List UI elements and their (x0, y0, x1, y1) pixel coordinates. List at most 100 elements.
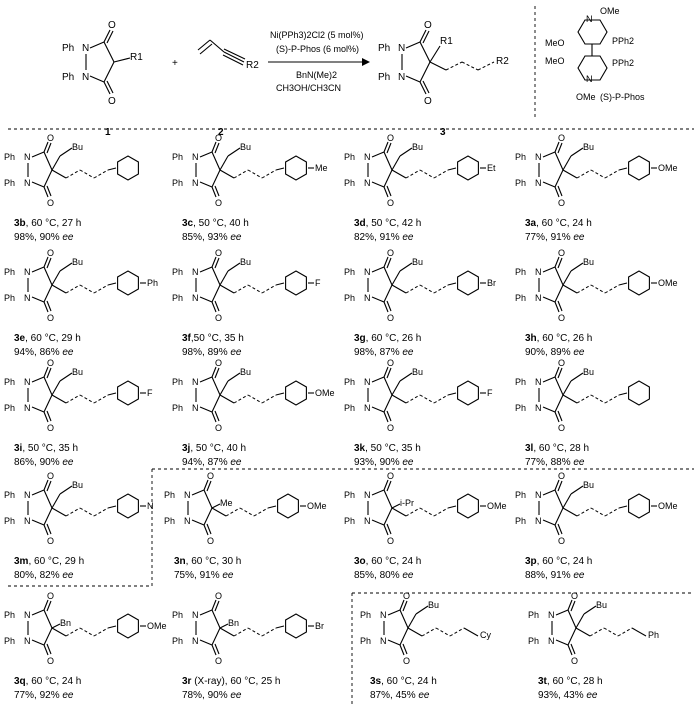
aryl-ring (285, 270, 307, 296)
ph-label: Ph (515, 516, 526, 526)
r1-label: Bn (60, 618, 71, 628)
aryl-substituent: OMe (487, 501, 507, 511)
n-atom: N (24, 152, 31, 162)
n-atom: N (184, 490, 191, 500)
n-atom: N (192, 377, 199, 387)
ph-label: Ph (62, 43, 74, 54)
ph-label: Ph (515, 293, 526, 303)
n-atom: N (24, 403, 31, 413)
o-atom: O (571, 591, 578, 601)
o-atom: O (387, 313, 394, 323)
aryl-ring (285, 613, 307, 639)
ph-label: Ph (172, 610, 183, 620)
o-atom: O (558, 471, 565, 481)
aryl-substituent: OMe (658, 501, 678, 511)
o-atom: O (47, 471, 54, 481)
butyl-label: Bu (583, 480, 594, 490)
o-atom: O (558, 133, 565, 143)
entry-result: 82%, 91% ee (354, 232, 414, 243)
entry-label: 3a, 60 °C, 24 h (525, 218, 592, 229)
ligand-loading-text: (S)-P-Phos (6 mol%) (276, 44, 359, 54)
entry-label: 3m, 60 °C, 29 h (14, 556, 84, 567)
plus-sign: + (172, 58, 178, 69)
ph-label: Ph (528, 636, 539, 646)
o-atom: O (215, 656, 222, 666)
n-atom: N (364, 152, 371, 162)
arrow-head-icon (362, 58, 370, 66)
butyl-label: Bu (412, 142, 423, 152)
n-atom: N (535, 377, 542, 387)
butyl-label: Bu (72, 367, 83, 377)
n-atom: N (535, 152, 542, 162)
o-atom: O (424, 96, 432, 107)
o-atom: O (215, 591, 222, 601)
entry-label: 3j, 50 °C, 40 h (182, 443, 246, 454)
butyl-label: Bu (240, 142, 251, 152)
n-atom: N (364, 377, 371, 387)
o-atom: O (558, 423, 565, 433)
o-atom: O (215, 198, 222, 208)
n-atom: N (548, 610, 555, 620)
ph-label: Ph (515, 403, 526, 413)
ph-label: Ph (344, 267, 355, 277)
ph-label: Ph (62, 72, 74, 83)
n-atom: N (535, 490, 542, 500)
n-atom: N (364, 267, 371, 277)
ph-label: Ph (378, 43, 390, 54)
pph2-label: PPh2 (612, 36, 634, 46)
o-atom: O (207, 471, 214, 481)
aryl-substituent: OMe (307, 501, 327, 511)
entry-label: 3q, 60 °C, 24 h (14, 676, 81, 687)
ph-label: Ph (378, 72, 390, 83)
o-atom: O (108, 96, 116, 107)
aryl-ring (285, 380, 307, 406)
o-atom: O (558, 198, 565, 208)
aryl-substituent: Ph (147, 278, 158, 288)
o-atom: O (387, 471, 394, 481)
entry-label: 3t, 60 °C, 28 h (538, 676, 603, 687)
scheme-product: Ph Ph N N O O R1 R2 3 (378, 20, 509, 138)
pph2-label: PPh2 (612, 58, 634, 68)
ph-label: Ph (515, 490, 526, 500)
entry-label: 3k, 50 °C, 35 h (354, 443, 421, 454)
o-atom: O (47, 591, 54, 601)
entry-result: 75%, 91% ee (174, 570, 234, 581)
ph-label: Ph (172, 152, 183, 162)
ph-label: Ph (172, 293, 183, 303)
n-atom: N (535, 267, 542, 277)
ligand-structure: OMe N MeO PPh2 MeO PPh2 N OMe (S)-P-Phos (545, 6, 645, 102)
o-atom: O (108, 20, 116, 31)
r2-label: R2 (496, 56, 509, 67)
entry-result: 98%, 87% ee (354, 347, 414, 358)
o-atom: O (215, 423, 222, 433)
entry-result: 94%, 87% ee (182, 457, 242, 468)
ph-label: Ph (172, 636, 183, 646)
r1-label: Bn (228, 618, 239, 628)
o-atom: O (558, 536, 565, 546)
scheme-reactant-1: Ph Ph N N O O R1 1 (62, 20, 143, 138)
n-atom: N (24, 293, 31, 303)
entry-result: 85%, 80% ee (354, 570, 414, 581)
meo-label: MeO (545, 56, 565, 66)
n-atom: N (24, 377, 31, 387)
o-atom: O (403, 591, 410, 601)
ph-label: Ph (164, 516, 175, 526)
n-atom: N (24, 636, 31, 646)
entry-result: 77%, 88% ee (525, 457, 585, 468)
aryl-substituent: F (147, 388, 153, 398)
n-atom: N (586, 14, 593, 24)
n-atom: N (192, 293, 199, 303)
o-atom: O (387, 536, 394, 546)
ph-label: Ph (4, 267, 15, 277)
